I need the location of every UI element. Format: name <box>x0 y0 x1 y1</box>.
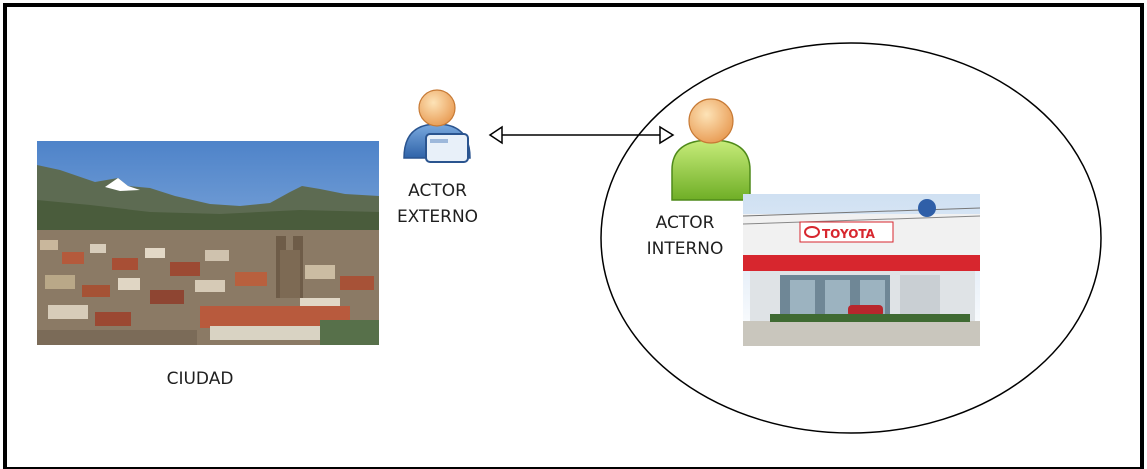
organization-boundary <box>600 42 1102 434</box>
city-photo <box>37 141 379 345</box>
external-actor-label: ACTOR EXTERNO <box>380 178 495 230</box>
external-actor-label-line1: ACTOR <box>408 181 467 201</box>
internal-actor-label-line1: ACTOR <box>655 213 715 233</box>
relationship-arrow <box>488 125 675 145</box>
city-label: CIUDAD <box>166 369 234 389</box>
internal-actor-icon <box>671 98 751 201</box>
internal-actor-label: ACTOR INTERNO <box>630 210 740 262</box>
external-actor-icon <box>403 89 471 163</box>
dealership-photo: TOYOTA <box>742 194 981 346</box>
external-actor-label-line2: EXTERNO <box>396 207 479 227</box>
internal-actor-label-line2: INTERNO <box>646 239 724 259</box>
building-sign: TOYOTA <box>822 227 876 241</box>
